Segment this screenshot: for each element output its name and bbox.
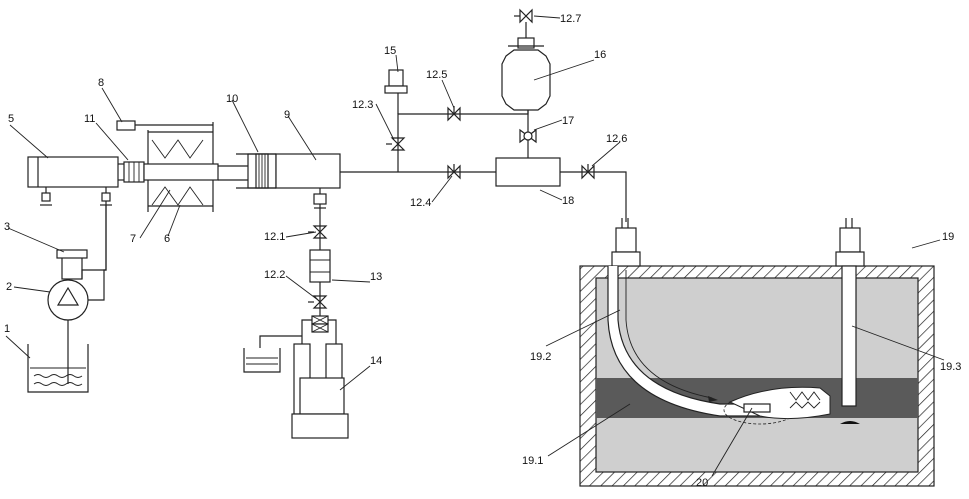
mixer-18: [496, 158, 560, 186]
label-16: 16: [594, 49, 606, 61]
pump: [48, 280, 88, 320]
label-12-3: 12.3: [352, 99, 373, 111]
label-2: 2: [6, 281, 12, 293]
label-12-7: 12.7: [560, 13, 581, 25]
label-7: 7: [130, 233, 136, 245]
label-20: 20: [696, 477, 708, 489]
label-19-3: 19.3: [940, 361, 961, 373]
hydraulic-cylinder: [28, 157, 128, 205]
valve-12-4: [448, 164, 460, 178]
piston-10: [248, 154, 276, 188]
valve-12-2: [308, 296, 326, 308]
label-3: 3: [4, 221, 10, 233]
label-12-5: 12.5: [426, 69, 447, 81]
label-12-4: 12.4: [410, 197, 431, 209]
valve-12-1: [308, 226, 326, 238]
gas-container-16: [502, 38, 550, 110]
label-12-2: 12.2: [264, 269, 285, 281]
pressure-gauge-15: [385, 70, 407, 93]
label-10: 10: [226, 93, 238, 105]
label-14: 14: [370, 355, 382, 367]
coupling-11: [124, 162, 144, 182]
manifold: [260, 316, 336, 348]
label-6: 6: [164, 233, 170, 245]
displacement-sensor: [117, 121, 213, 130]
valve-12-7: [514, 10, 532, 38]
valve-17: [520, 110, 536, 160]
label-5: 5: [8, 113, 14, 125]
label-19-1: 19.1: [522, 455, 543, 467]
piston-rod: [144, 164, 248, 180]
label-17: 17: [562, 115, 574, 127]
label-19-2: 19.2: [530, 351, 551, 363]
label-1: 1: [4, 323, 10, 335]
label-15: 15: [384, 45, 396, 57]
label-11: 11: [84, 113, 95, 125]
label-13: 13: [370, 271, 382, 283]
beaker: [244, 348, 280, 372]
valve-12-3: [386, 138, 404, 150]
label-9: 9: [284, 109, 290, 121]
label-19: 19: [942, 231, 954, 243]
water-tank: [28, 320, 88, 392]
label-8: 8: [98, 77, 104, 89]
label-18: 18: [562, 195, 574, 207]
label-12-1: 12.1: [264, 231, 285, 243]
valve-12-5: [448, 106, 460, 120]
filter-13: [310, 250, 330, 282]
label-12-6: 12.6: [606, 133, 627, 145]
gas-cylinders-14: [292, 344, 348, 438]
